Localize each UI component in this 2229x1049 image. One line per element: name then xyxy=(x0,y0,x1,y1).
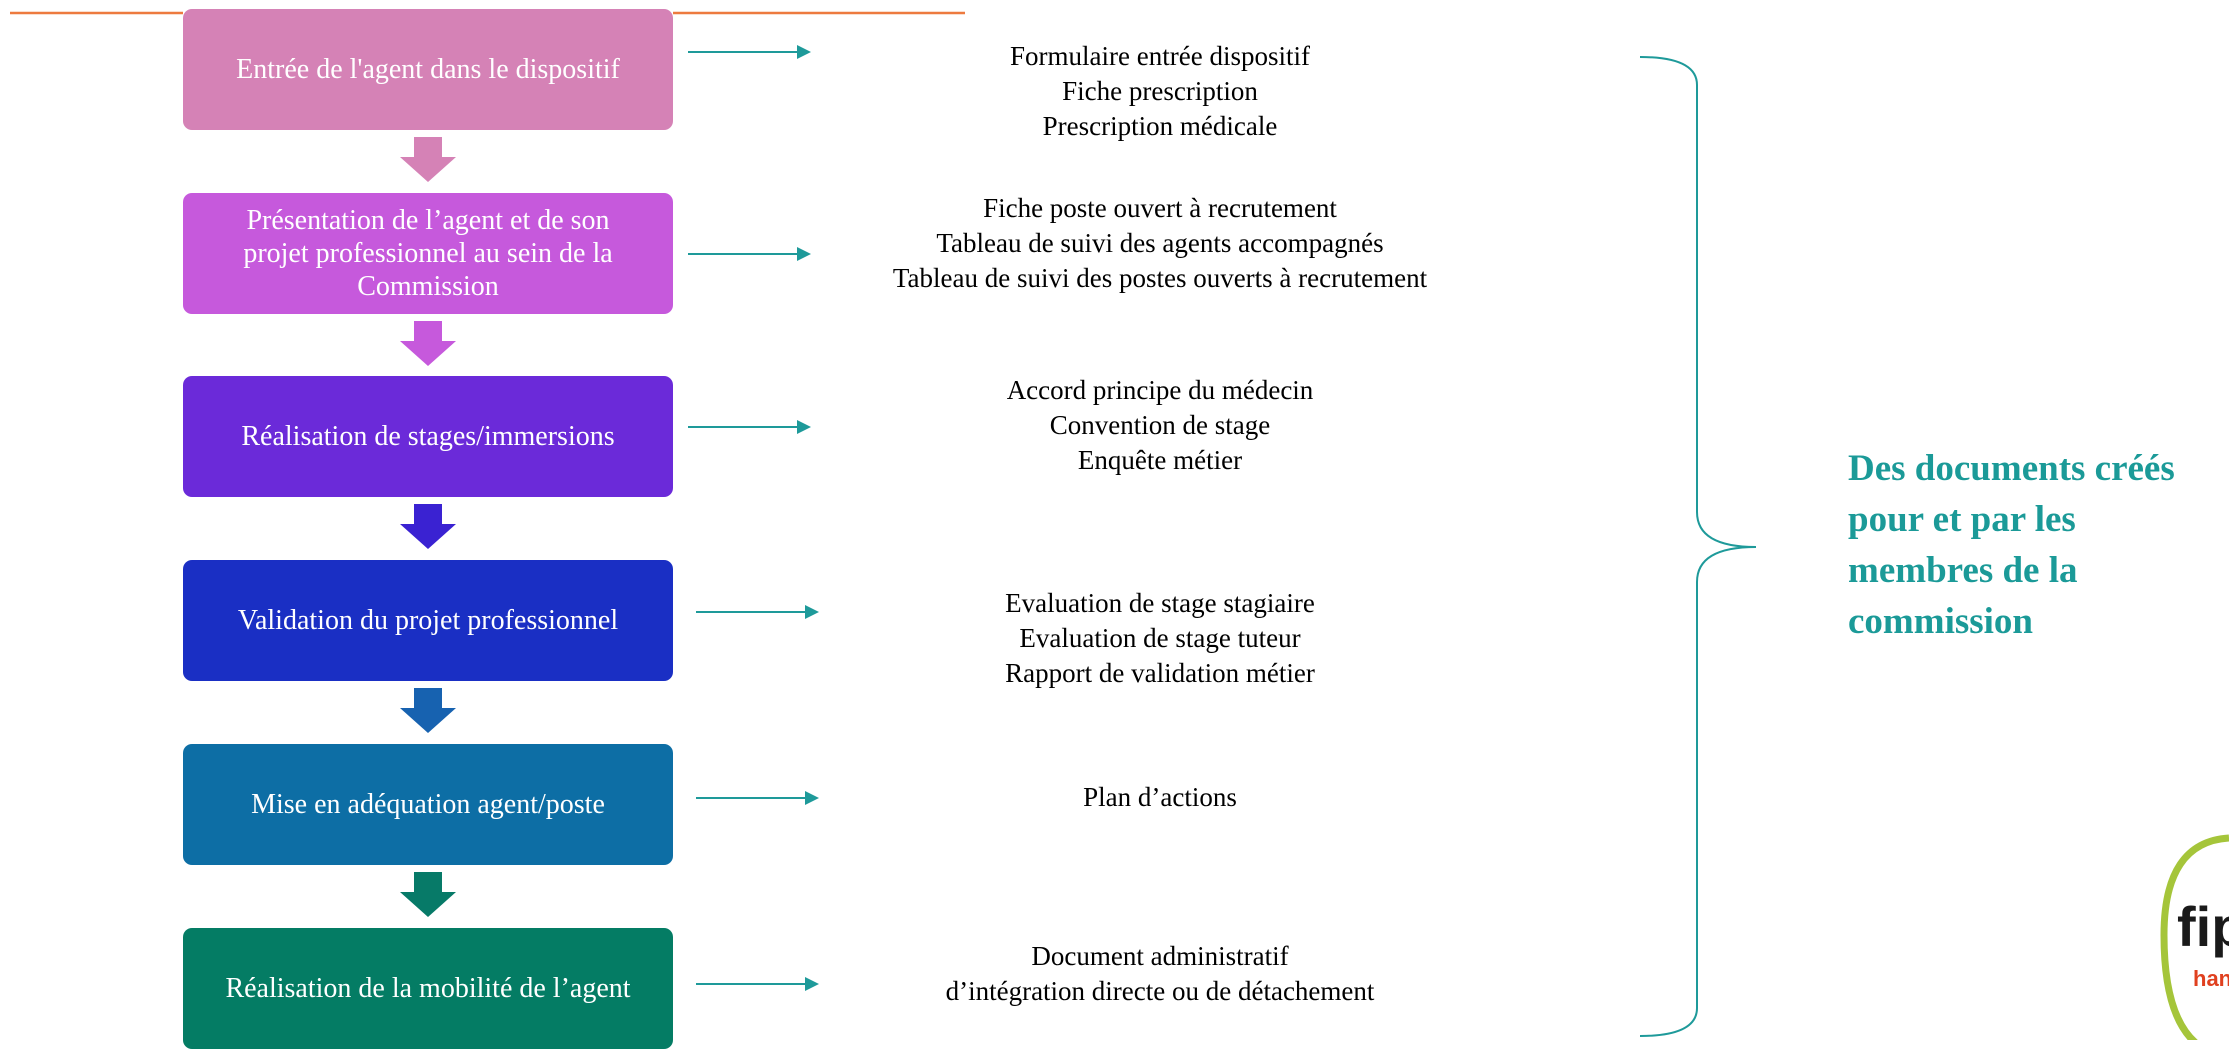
logo-ring xyxy=(2160,834,2229,1040)
documents-matching: Plan d’actions xyxy=(1083,782,1237,812)
logo-subtext: han xyxy=(2193,966,2229,991)
documents-entry: Formulaire entrée dispositif Fiche presc… xyxy=(1010,41,1310,141)
down-arrow-icon xyxy=(400,688,456,733)
connector-arrow-4 xyxy=(696,605,819,619)
step-box-internships: Réalisation de stages/immersions xyxy=(183,376,673,497)
documents-mobility: Document administratif d’intégration dir… xyxy=(945,941,1375,1006)
step-box-mobility: Réalisation de la mobilité de l’agent xyxy=(183,928,673,1049)
summary-caption: Des documents créés pour et par les memb… xyxy=(1848,448,2175,642)
step-box-matching: Mise en adéquation agent/poste xyxy=(183,744,673,865)
down-arrow-icon xyxy=(400,872,456,917)
step-box-presentation: Présentation de l’agent et de son projet… xyxy=(183,193,673,314)
documents-validation: Evaluation de stage stagiaire Evaluation… xyxy=(1005,588,1315,688)
connector-arrow-2 xyxy=(688,247,811,261)
connector-arrow-6 xyxy=(696,977,819,991)
down-arrow-icon xyxy=(400,504,456,549)
step-box-entry: Entrée de l'agent dans le dispositif xyxy=(183,9,673,130)
connector-arrow-3 xyxy=(688,420,811,434)
down-arrow-icon xyxy=(400,137,456,182)
grouping-brace xyxy=(1639,56,1757,1037)
documents-internships: Accord principe du médecin Convention de… xyxy=(1006,375,1314,475)
step-box-validation: Validation du projet professionnel xyxy=(183,560,673,681)
down-arrow-icon xyxy=(400,321,456,366)
connector-arrow-5 xyxy=(696,791,819,805)
logo-wordmark: fip xyxy=(2177,895,2229,958)
documents-presentation: Fiche poste ouvert à recrutement Tableau… xyxy=(892,193,1428,293)
connector-arrow-1 xyxy=(688,45,811,59)
fiphfp-logo: fip han xyxy=(2160,834,2229,1040)
